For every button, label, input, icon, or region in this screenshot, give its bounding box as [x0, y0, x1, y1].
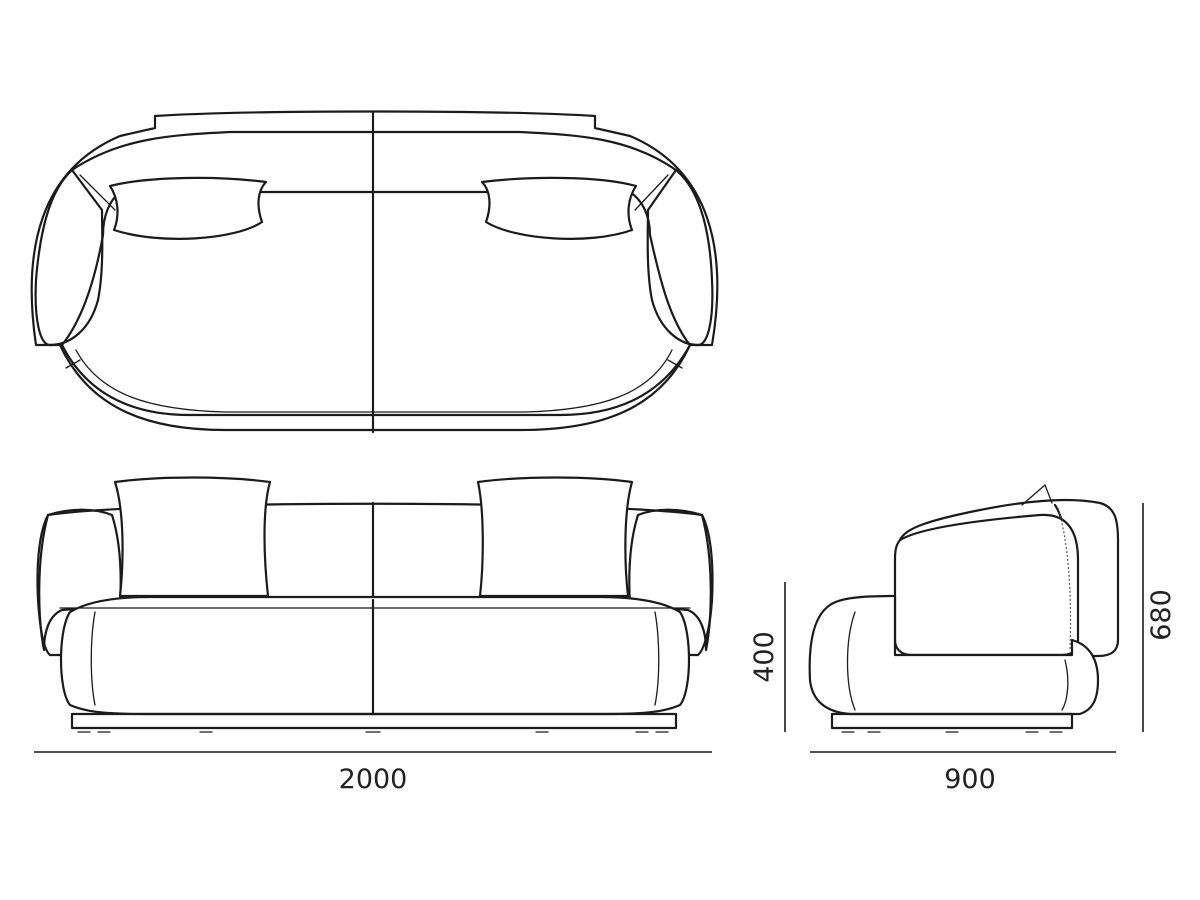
side-view-seat-inner	[846, 611, 1069, 711]
front-view-plinth	[70, 712, 678, 730]
side-view-cushion-tip	[1021, 484, 1053, 506]
front-view-left-cushion	[113, 476, 272, 598]
front-view: 2000	[34, 476, 714, 795]
front-view-right-cushion	[476, 476, 634, 598]
top-view-left-arm	[34, 168, 104, 347]
side-view-plinth	[830, 712, 1074, 730]
top-view-seam-right	[667, 359, 683, 369]
front-view-seat	[59, 595, 691, 716]
top-view-seam-back-left	[79, 174, 116, 211]
top-view-outer-shell	[30, 110, 719, 432]
top-view-seam-left	[65, 359, 81, 369]
front-view-back-panel	[36, 502, 714, 657]
top-view-back-inner	[70, 130, 678, 172]
top-view-left-cushion	[108, 176, 268, 240]
front-view-left-arm	[38, 508, 122, 652]
front-view-right-arm	[628, 508, 712, 652]
width-dimension-label: 2000	[339, 764, 408, 795]
top-view	[30, 110, 719, 434]
front-view-seat-inner	[90, 611, 660, 706]
top-view-right-cushion	[480, 176, 638, 240]
seat-height-dimension-label: 400	[749, 631, 780, 683]
side-view-hidden-line	[1057, 507, 1072, 651]
side-view-seat	[808, 594, 1100, 716]
total-height-dimension-label: 680	[1146, 589, 1177, 641]
top-view-right-arm	[646, 168, 714, 347]
depth-dimension-label: 900	[944, 764, 996, 795]
top-view-seat	[60, 190, 692, 417]
top-view-front-rail	[75, 349, 673, 413]
side-view: 900 400 680	[749, 484, 1177, 795]
top-view-seam-back-right	[634, 174, 669, 211]
side-view-arm	[893, 513, 1080, 657]
